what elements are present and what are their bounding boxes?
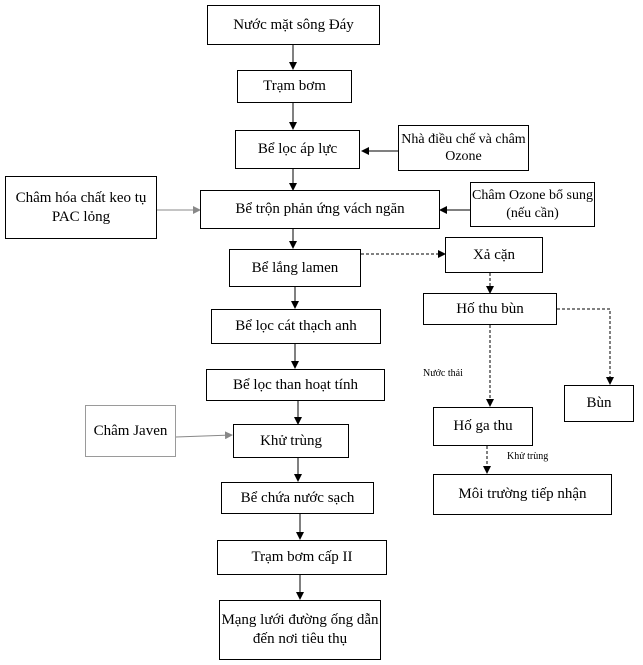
node-pac-dosing: Châm hóa chất keo tụ PAC lỏng: [5, 176, 157, 239]
node-sludge-pit: Hố thu bùn: [423, 293, 557, 325]
node-collection-pit: Hố ga thu: [433, 407, 533, 446]
arrow-sludge-pit-to-sludge: [557, 308, 614, 385]
node-sludge: Bùn: [564, 385, 634, 422]
edge-label-disinfection: Khử trùng: [507, 451, 549, 462]
node-clean-water-tank: Bể chứa nước sạch: [221, 482, 374, 514]
node-ozone-extra: Châm Ozone bổ sung (nếu cần): [470, 182, 595, 227]
node-source: Nước mặt sông Đáy: [207, 5, 380, 45]
node-pump-station-2: Trạm bơm cấp II: [217, 540, 387, 575]
node-quartz-sand-filter: Bể lọc cát thạch anh: [211, 309, 381, 344]
node-pressure-filter: Bể lọc áp lực: [235, 130, 360, 169]
node-distribution-network: Mạng lưới đường ống dẫn đến nơi tiêu thụ: [219, 600, 381, 660]
node-pump-station: Trạm bơm: [237, 70, 352, 103]
node-disinfection: Khử trùng: [233, 424, 349, 458]
edge-label-wastewater: Nước thải: [423, 368, 463, 379]
node-baffled-mixing: Bể trộn phản ứng vách ngăn: [200, 190, 440, 229]
node-receiving-environment: Môi trường tiếp nhận: [433, 474, 612, 515]
node-ozone-plant: Nhà điều chế và châm Ozone: [398, 125, 529, 171]
node-sludge-discharge: Xả cặn: [445, 237, 543, 273]
node-javen-dosing: Châm Javen: [85, 405, 176, 457]
arrow-javen-to-disinfection: [175, 431, 233, 440]
node-activated-carbon-filter: Bể lọc than hoạt tính: [206, 369, 385, 401]
node-lamella-settling: Bể lắng lamen: [229, 249, 361, 287]
